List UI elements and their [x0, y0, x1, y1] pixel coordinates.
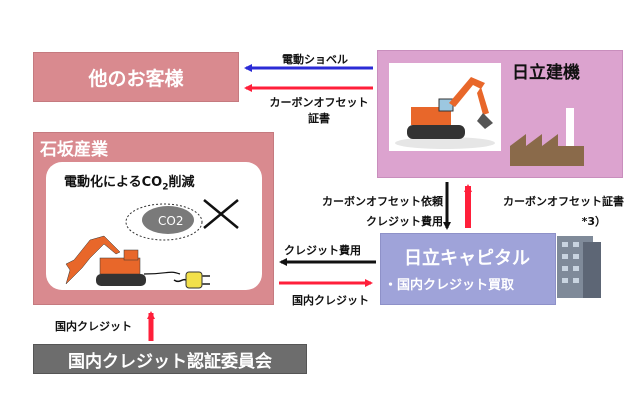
edge-label-offset-cert-line1: カーボンオフセット: [269, 96, 369, 109]
edge-label-offset-cert-line2: 証書: [308, 112, 330, 125]
co2-reduction-label: 電動化によるCO2削減: [64, 171, 195, 193]
node-domestic-credit-committee: 国内クレジット認証委員会: [33, 344, 307, 374]
edge-label-offset-cert-right-line1: カーボンオフセット証書: [503, 195, 624, 208]
co2-reduction-sub: 2: [162, 182, 169, 193]
edge-label-offset-request-line2: クレジット費用: [366, 215, 443, 228]
node-hitachi-capital-label: 日立キャピタル: [404, 248, 530, 269]
edge-label-offset-cert-right-line2: *3）: [581, 215, 606, 228]
node-domestic-credit-committee-label: 国内クレジット認証委員会: [68, 351, 272, 372]
node-hitachi-capital-role: ・国内クレジット買取: [384, 278, 515, 293]
node-other-customers-label: 他のお客様: [88, 67, 184, 90]
edge-label-offset-request: カーボンオフセット依頼 クレジット費用: [311, 193, 443, 229]
excavator-photo: [389, 63, 501, 151]
edge-label-offset-cert-right: カーボンオフセット証書 *3）: [478, 193, 624, 229]
co2-reduction-suffix: 削減: [168, 175, 195, 190]
power-plug-icon: [172, 266, 212, 296]
building-icon: [553, 228, 605, 304]
electric-excavator-icon: [60, 230, 210, 294]
node-hitachi-capital: [380, 233, 556, 305]
co2-reduction-co: CO: [141, 175, 163, 190]
edge-label-domestic-credit-right: 国内クレジット: [292, 294, 369, 307]
edge-label-offset-cert: カーボンオフセット 証書: [264, 94, 374, 126]
node-ishizaka-label: 石坂産業: [40, 140, 108, 160]
edge-label-domestic-credit-left: 国内クレジット: [55, 320, 132, 333]
node-other-customers: 他のお客様: [33, 52, 239, 102]
co2-reduction-prefix: 電動化による: [64, 175, 142, 190]
factory-icon: [508, 106, 604, 172]
node-hitachi-construction-machinery-label: 日立建機: [509, 58, 583, 83]
co2-cloud-icon: CO2: [118, 192, 246, 248]
edge-label-credit-fee: クレジット費用: [284, 244, 361, 257]
edge-label-offset-request-line1: カーボンオフセット依頼: [322, 195, 443, 208]
edge-label-electric-excavator: 電動ショベル: [282, 53, 348, 66]
co2-cloud-text: CO2: [158, 214, 183, 228]
